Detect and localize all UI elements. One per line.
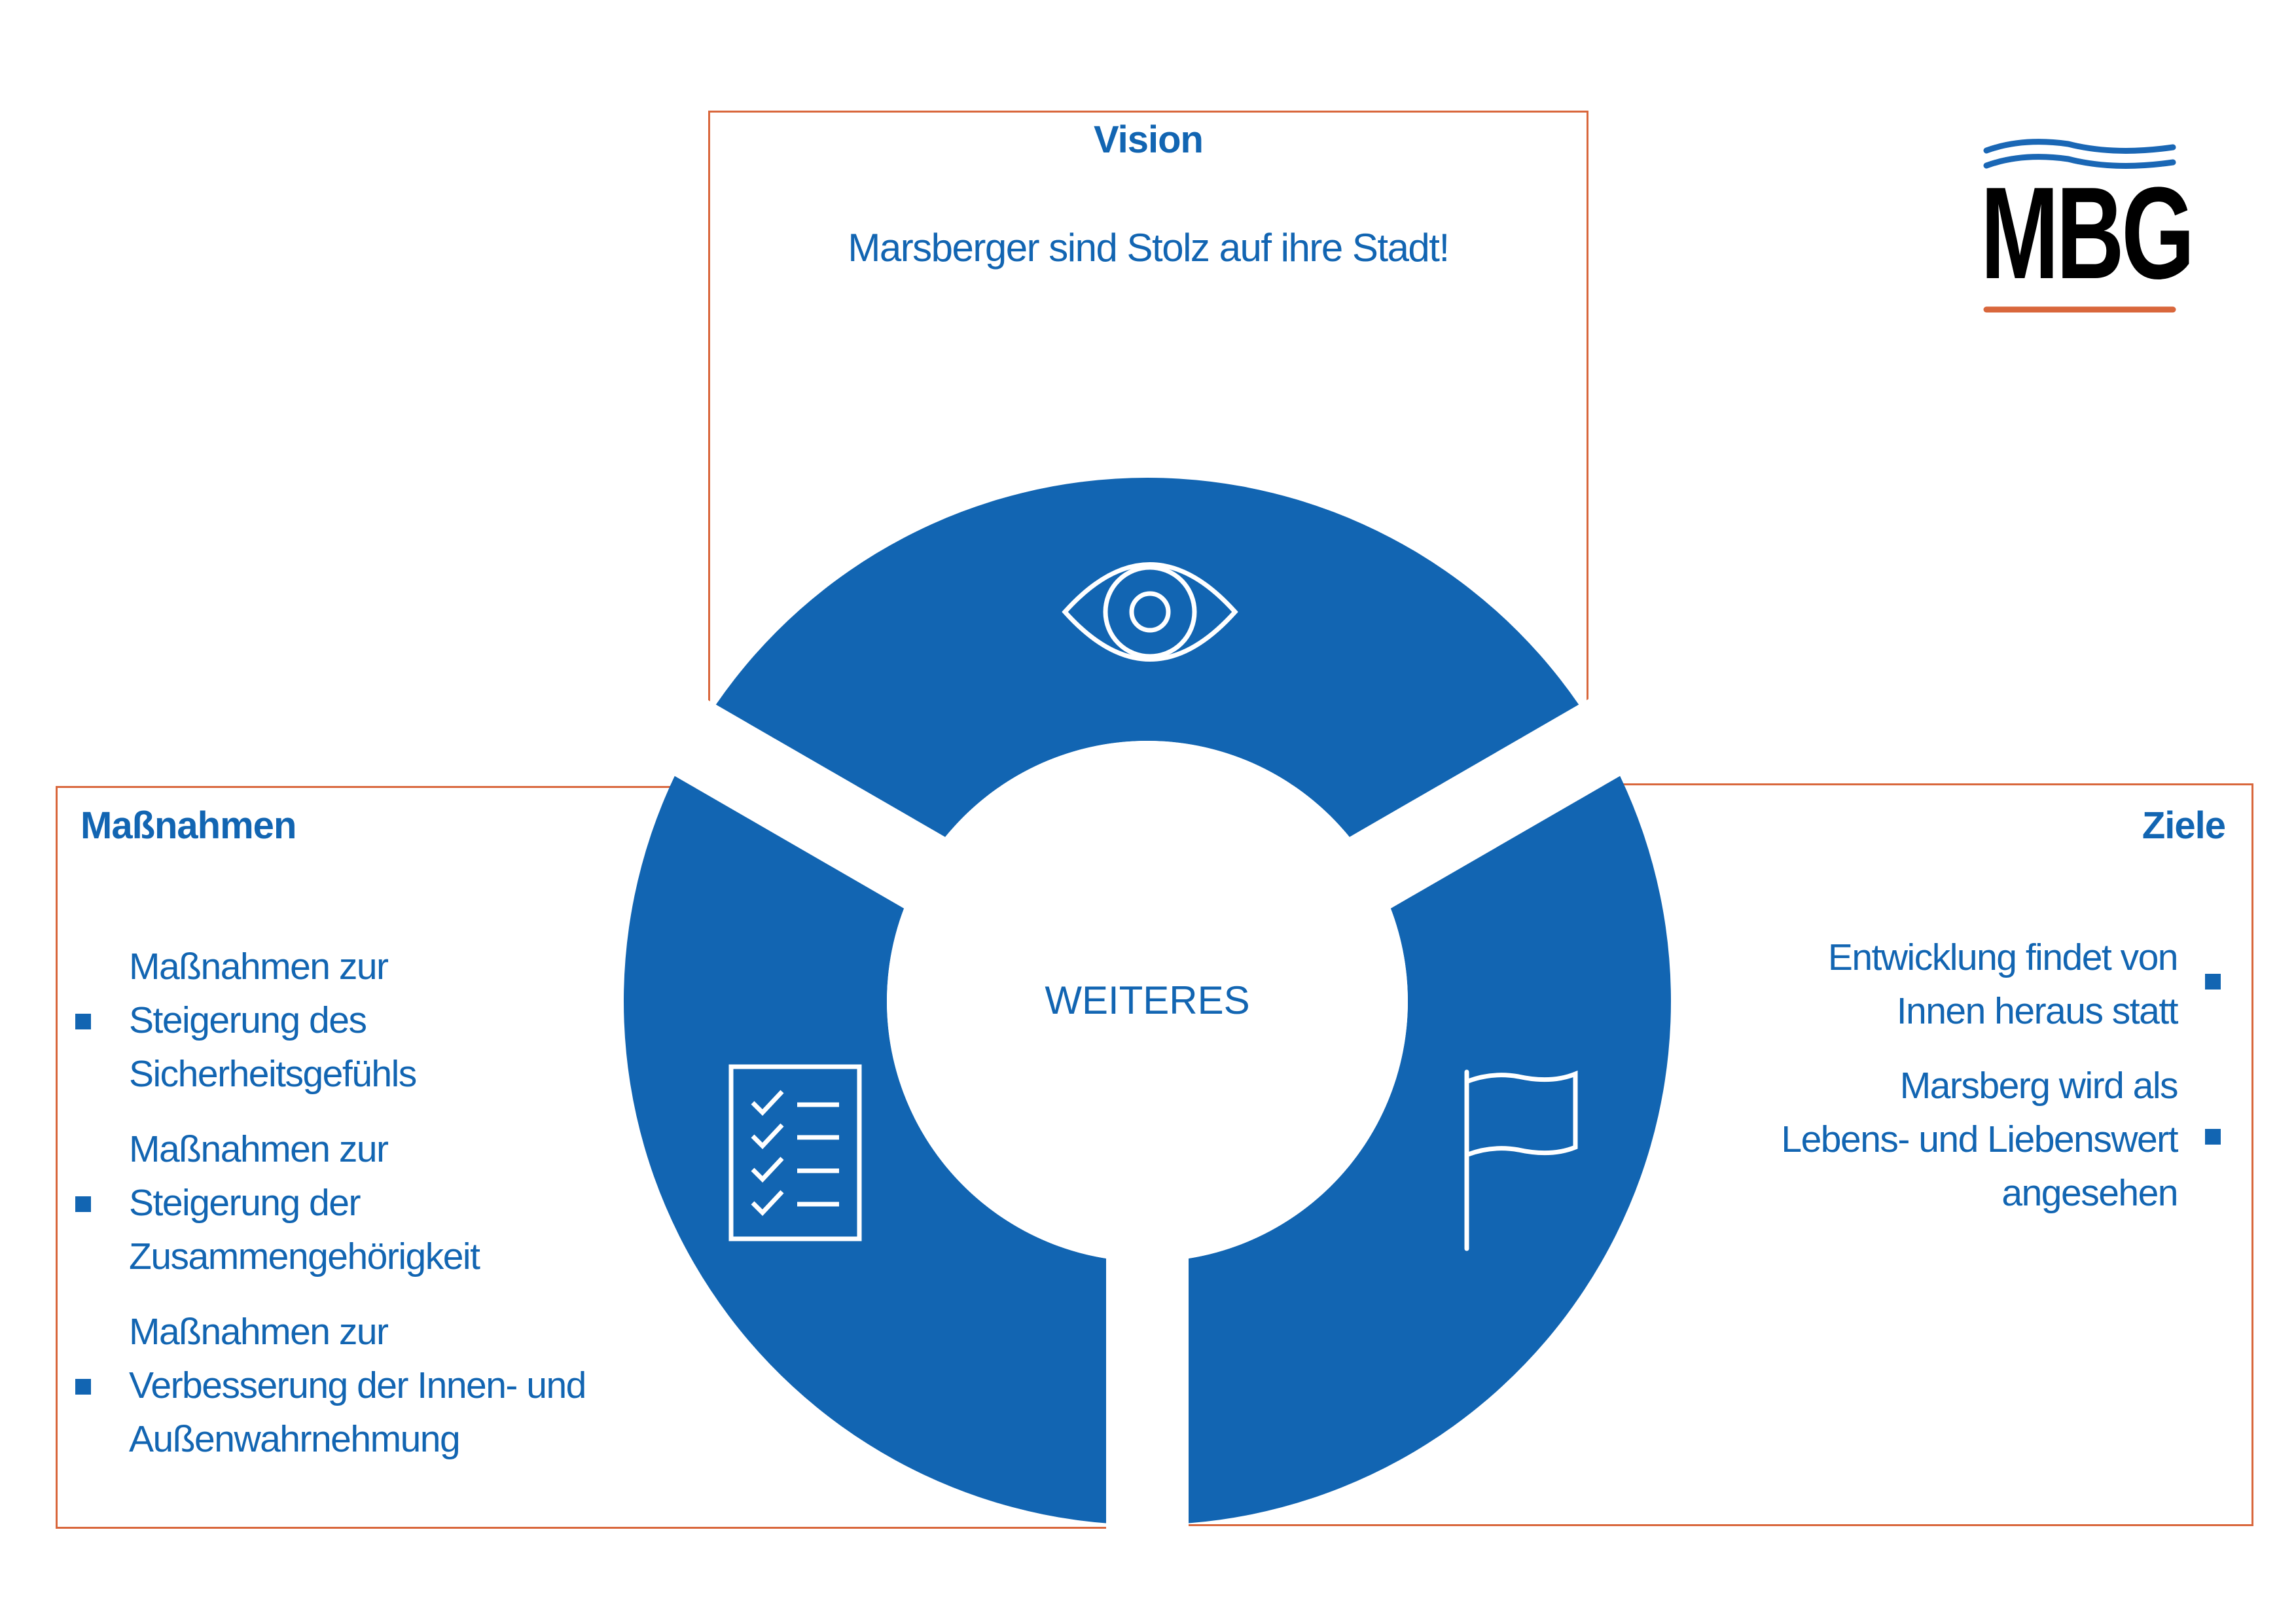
- mbg-logo: MBG: [1977, 124, 2195, 321]
- vision-statement: Marsberger sind Stolz auf ihre Stadt!: [848, 226, 1450, 270]
- wave-lines-icon: [1983, 139, 2176, 313]
- bullet-icon: [2205, 1129, 2221, 1145]
- item-line: Steigerung der: [129, 1182, 361, 1224]
- item-line: Verbesserung der Innen- und: [129, 1364, 586, 1406]
- ring-segment-ziele[interactable]: [1189, 776, 1671, 1524]
- item-line: Marsberg wird als: [1899, 1065, 2179, 1107]
- center-label: WEITERES: [1045, 978, 1250, 1022]
- logo-text: MBG: [1981, 160, 2195, 306]
- bullet-icon: [2205, 974, 2221, 990]
- item-line: angesehen: [2001, 1172, 2178, 1214]
- ziele-item: Entwicklung findet von Innen heraus stat…: [1588, 931, 2179, 1038]
- massnahmen-title: Maßnahmen: [81, 804, 296, 847]
- item-line: Lebens- und Liebenswert: [1781, 1118, 2178, 1160]
- bullet-icon: [75, 1196, 91, 1212]
- ring-gap: [1349, 684, 1656, 909]
- ring-segment-massnahmen[interactable]: [624, 776, 1106, 1524]
- checklist-icon: [728, 1064, 862, 1241]
- massnahmen-item: Maßnahmen zur Steigerung des Sicherheits…: [129, 940, 718, 1101]
- ring-gap: [1106, 1258, 1189, 1564]
- bullet-icon: [75, 1379, 91, 1395]
- ziele-title: Ziele: [2142, 804, 2226, 847]
- ziele-item: Marsberg wird als Lebens- und Liebenswer…: [1588, 1059, 2178, 1220]
- item-line: Steigerung des: [129, 999, 367, 1041]
- flag-icon: [1464, 1069, 1578, 1251]
- ring-center-circle: [887, 741, 1408, 1262]
- item-line: Außenwahrnehmung: [129, 1418, 461, 1460]
- item-line: Sicherheitsgefühls: [129, 1053, 417, 1095]
- eye-icon: [1062, 562, 1238, 662]
- massnahmen-item: Maßnahmen zur Steigerung der Zusammengeh…: [129, 1122, 718, 1283]
- item-line: Maßnahmen zur: [129, 946, 389, 988]
- item-line: Innen heraus statt: [1896, 990, 2179, 1032]
- bullet-icon: [75, 1014, 91, 1029]
- item-line: Zusammengehörigkeit: [129, 1236, 480, 1277]
- ring-gap: [639, 684, 946, 909]
- vision-title: Vision: [1094, 118, 1204, 161]
- item-line: Maßnahmen zur: [129, 1311, 389, 1353]
- item-line: Entwicklung findet von: [1827, 936, 2179, 978]
- massnahmen-item: Maßnahmen zur Verbesserung der Innen- un…: [129, 1305, 718, 1466]
- item-line: Maßnahmen zur: [129, 1128, 389, 1170]
